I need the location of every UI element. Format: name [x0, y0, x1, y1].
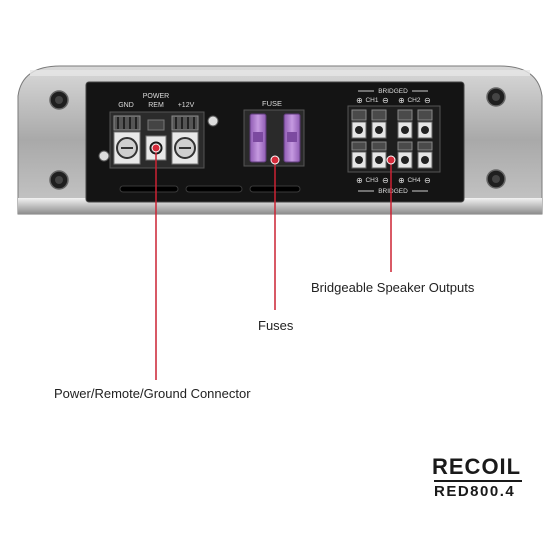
terminal-screw-icon — [421, 126, 429, 134]
ch2-label: CH2 — [407, 97, 420, 104]
terminal-screw-icon — [401, 156, 409, 164]
callout-label-outputs: Bridgeable Speaker Outputs — [311, 280, 475, 295]
plus-icon: ⊕ — [356, 176, 363, 185]
plus12v-label: +12V — [178, 102, 195, 109]
gnd-label: GND — [118, 102, 134, 109]
vent-slot — [119, 185, 179, 193]
terminal-screw-icon — [375, 156, 383, 164]
callout-label-fuses: Fuses — [258, 318, 294, 333]
ch3-label: CH3 — [365, 177, 378, 184]
terminal-cap — [351, 141, 367, 151]
power-label: POWER — [143, 93, 169, 100]
terminal-cap — [397, 109, 413, 121]
terminal-screw-icon — [355, 156, 363, 164]
bridged-top-label: BRIDGED — [378, 88, 408, 95]
screw-icon — [49, 170, 69, 190]
mount-screw-icon — [207, 115, 219, 127]
vent-slots — [119, 185, 301, 193]
fuse-window — [287, 132, 297, 142]
rem-terminal-cap — [147, 119, 165, 131]
terminal-cap — [397, 141, 413, 151]
terminal-cap — [417, 109, 433, 121]
terminal-screw-icon — [375, 126, 383, 134]
minus-icon: ⊖ — [424, 96, 431, 105]
bridged-bottom-label: BRIDGED — [378, 188, 408, 195]
fuse-label: FUSE — [262, 99, 282, 108]
callout-dot-power — [151, 143, 161, 153]
terminal-cap — [371, 141, 387, 151]
screw-icon — [49, 90, 69, 110]
callout-lines — [151, 143, 396, 380]
terminal-screw-icon — [421, 156, 429, 164]
terminal-cap — [351, 109, 367, 121]
minus-icon: ⊖ — [424, 176, 431, 185]
corner-screws — [49, 87, 506, 190]
terminal-screw-icon — [355, 126, 363, 134]
minus-icon: ⊖ — [382, 176, 389, 185]
brand-model: RED800.4 — [434, 483, 516, 500]
chassis-top-rim — [30, 70, 530, 76]
terminal-cap — [417, 141, 433, 151]
screw-icon — [486, 87, 506, 107]
plus12v-terminal-cap — [171, 115, 199, 131]
gnd-terminal-cap — [113, 115, 141, 131]
brand-logo: RECOIL — [432, 454, 522, 479]
minus-icon: ⊖ — [382, 96, 389, 105]
terminal-screw-icon — [401, 126, 409, 134]
callout-dot-outputs — [386, 155, 396, 165]
mount-screw-icon — [98, 150, 110, 162]
plus-icon: ⊕ — [398, 176, 405, 185]
brand-divider — [434, 480, 522, 482]
power-terminal-block: POWER GND REM +12V — [98, 93, 219, 169]
screw-icon — [486, 169, 506, 189]
ch1-label: CH1 — [365, 97, 378, 104]
terminal-cap — [371, 109, 387, 121]
ch4-label: CH4 — [407, 177, 420, 184]
plus-icon: ⊕ — [398, 96, 405, 105]
vent-slot — [185, 185, 243, 193]
rem-label: REM — [148, 102, 164, 109]
plus-icon: ⊕ — [356, 96, 363, 105]
callout-label-power: Power/Remote/Ground Connector — [54, 386, 251, 401]
callout-dot-fuses — [270, 155, 280, 165]
fuse-window — [253, 132, 263, 142]
